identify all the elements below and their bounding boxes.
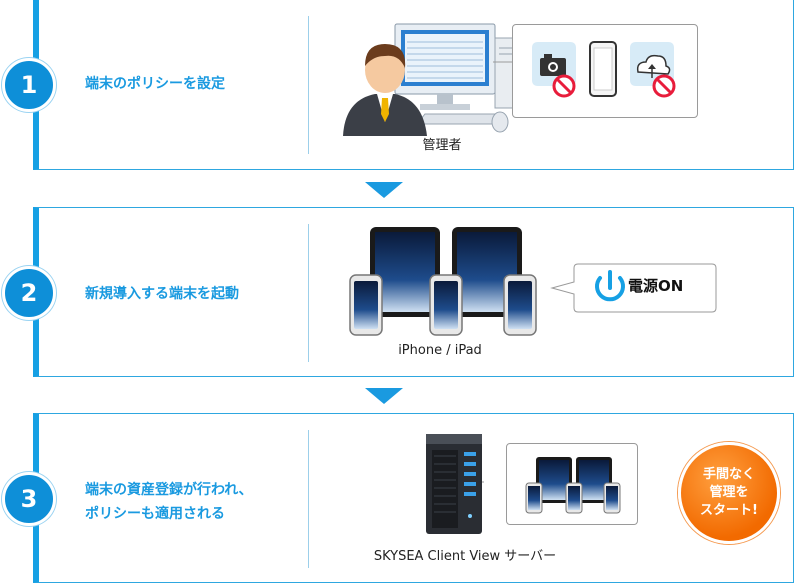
step-3-registered-devices (525, 457, 621, 514)
step-2-title-line: 新規導入する端末を起動 (85, 286, 239, 302)
step-1-caption: 管理者 (422, 138, 462, 153)
step-3-panel: 端末の資産登録が行われ、 ポリシーも適用される (33, 413, 794, 583)
start-callout: 手間なく 管理を スタート! (678, 442, 780, 544)
step-3-badge: 3 (2, 472, 56, 526)
callout-line-1: 手間なく (702, 467, 755, 482)
flow-arrow-1 (365, 182, 403, 198)
callout-line-3: スタート! (700, 503, 758, 518)
tablet-icon (576, 457, 612, 503)
camera-blocked-icon (532, 42, 576, 98)
step-3-title: 端末の資産登録が行われ、 ポリシーも適用される (85, 478, 252, 526)
cloud-upload-blocked-icon (630, 42, 676, 98)
tablet-icon (370, 227, 440, 317)
step-2-devices (349, 227, 537, 336)
power-bubble-tail (550, 263, 717, 313)
step-2-caption: iPhone / iPad (398, 343, 482, 358)
step-3-title-line-2: ポリシーも適用される (85, 506, 225, 522)
phone-icon (603, 482, 621, 514)
step-1-divider (308, 16, 309, 154)
step-1-title-line: 端末のポリシーを設定 (85, 76, 225, 92)
step-3-caption: SKYSEA Client View サーバー (373, 549, 557, 564)
step-1-illustration (343, 23, 518, 136)
step-1-title: 端末のポリシーを設定 (85, 72, 225, 96)
step-3-divider (308, 430, 309, 568)
admin-person-icon (343, 44, 427, 136)
step-3-title-line-1: 端末の資産登録が行われ、 (85, 482, 253, 498)
power-icon (595, 270, 625, 302)
desktop-pc-icon (394, 23, 518, 133)
phone-icon (349, 274, 383, 336)
power-on-label: 電源ON (628, 277, 684, 295)
phone-icon (525, 482, 543, 514)
step-1-badge: 1 (2, 58, 56, 112)
step-2-divider (308, 224, 309, 362)
flow-arrow-2 (365, 388, 403, 404)
tablet-icon (536, 457, 572, 503)
step-2-title: 新規導入する端末を起動 (85, 282, 239, 306)
phone-icon (503, 274, 537, 336)
callout-line-2: 管理を (709, 485, 749, 500)
step-2-badge: 2 (2, 266, 56, 320)
step-1-policy-icons (532, 41, 676, 98)
server-tower-icon (426, 434, 484, 534)
phone-icon (565, 482, 583, 514)
smartphone-icon (589, 41, 617, 97)
phone-icon (429, 274, 463, 336)
